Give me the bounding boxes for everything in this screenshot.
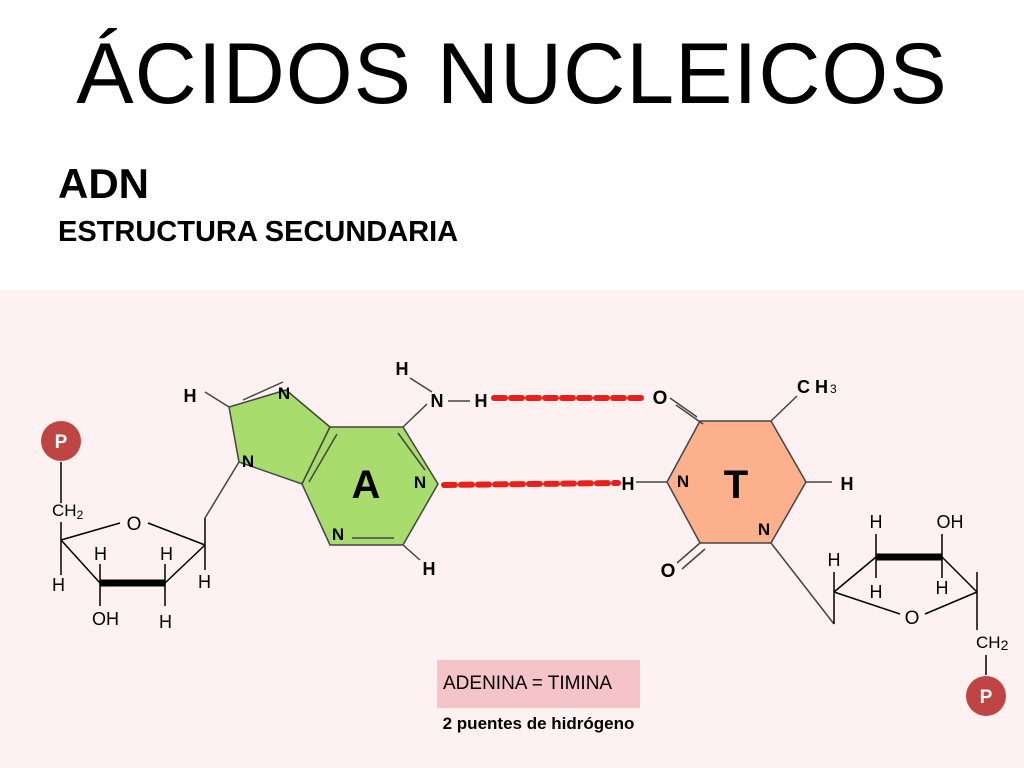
thymine-h-right: H [841, 474, 854, 494]
left-h2: H [94, 544, 107, 564]
adenine-n-top: N [278, 384, 290, 403]
adenine-h-amino-top: H [396, 359, 409, 379]
left-ring-o: O [127, 514, 142, 535]
right-oh: OH [937, 512, 964, 532]
right-phosphate-label: P [980, 687, 993, 708]
adenine-n-right: N [414, 473, 426, 492]
right-h3: H [870, 582, 883, 602]
left-oh: OH [92, 609, 119, 629]
caption-note: 2 puentes de hidrógeno [442, 714, 635, 733]
page-subtitle: ADN [58, 160, 149, 207]
adenine-imidazole-ring [228, 389, 331, 485]
hydrogen-bond-2 [441, 480, 621, 488]
left-h4: H [198, 572, 211, 592]
hydrogen-bonds [441, 395, 649, 488]
left-h1: H [52, 575, 65, 595]
left-h3: H [160, 544, 173, 564]
thymine-label: T [724, 463, 748, 507]
adenine-n-amino: N [431, 391, 444, 411]
left-h5: H [159, 612, 172, 632]
adenine-n-left: N [242, 452, 254, 471]
section-title: ESTRUCTURA SECUNDARIA [58, 216, 459, 248]
right-h1: H [828, 550, 841, 570]
page-title: ÁCIDOS NUCLEICOS [76, 26, 948, 122]
adenine-n-bottom: N [332, 525, 344, 544]
right-sugar [833, 534, 987, 675]
thymine-o-bottom: O [661, 561, 676, 582]
right-h2: H [870, 512, 883, 532]
thymine-n-left: N [677, 472, 689, 491]
adenine-base: A N N N N H H N H H [184, 359, 488, 579]
caption-label: ADENINA = TIMINA [437, 660, 640, 708]
left-sugar [60, 462, 206, 606]
thymine-o-top: O [653, 388, 668, 409]
right-ring-o: O [905, 608, 920, 629]
right-h4: H [936, 578, 949, 598]
left-phosphate-label: P [55, 432, 68, 453]
thymine-h-left: H [622, 474, 635, 494]
adenine-h-amino-bond: H [475, 391, 488, 411]
thymine-n-bottom: N [758, 520, 770, 539]
adenine-h-bottom: H [423, 559, 436, 579]
right-phosphate: P [966, 676, 1006, 716]
left-phosphate: P [41, 421, 81, 461]
left-ch2: CH2 [52, 501, 84, 522]
right-ch2: CH2 [976, 633, 1009, 653]
adenine-h-imidazole: H [184, 386, 197, 406]
adenine-label: A [352, 463, 381, 507]
